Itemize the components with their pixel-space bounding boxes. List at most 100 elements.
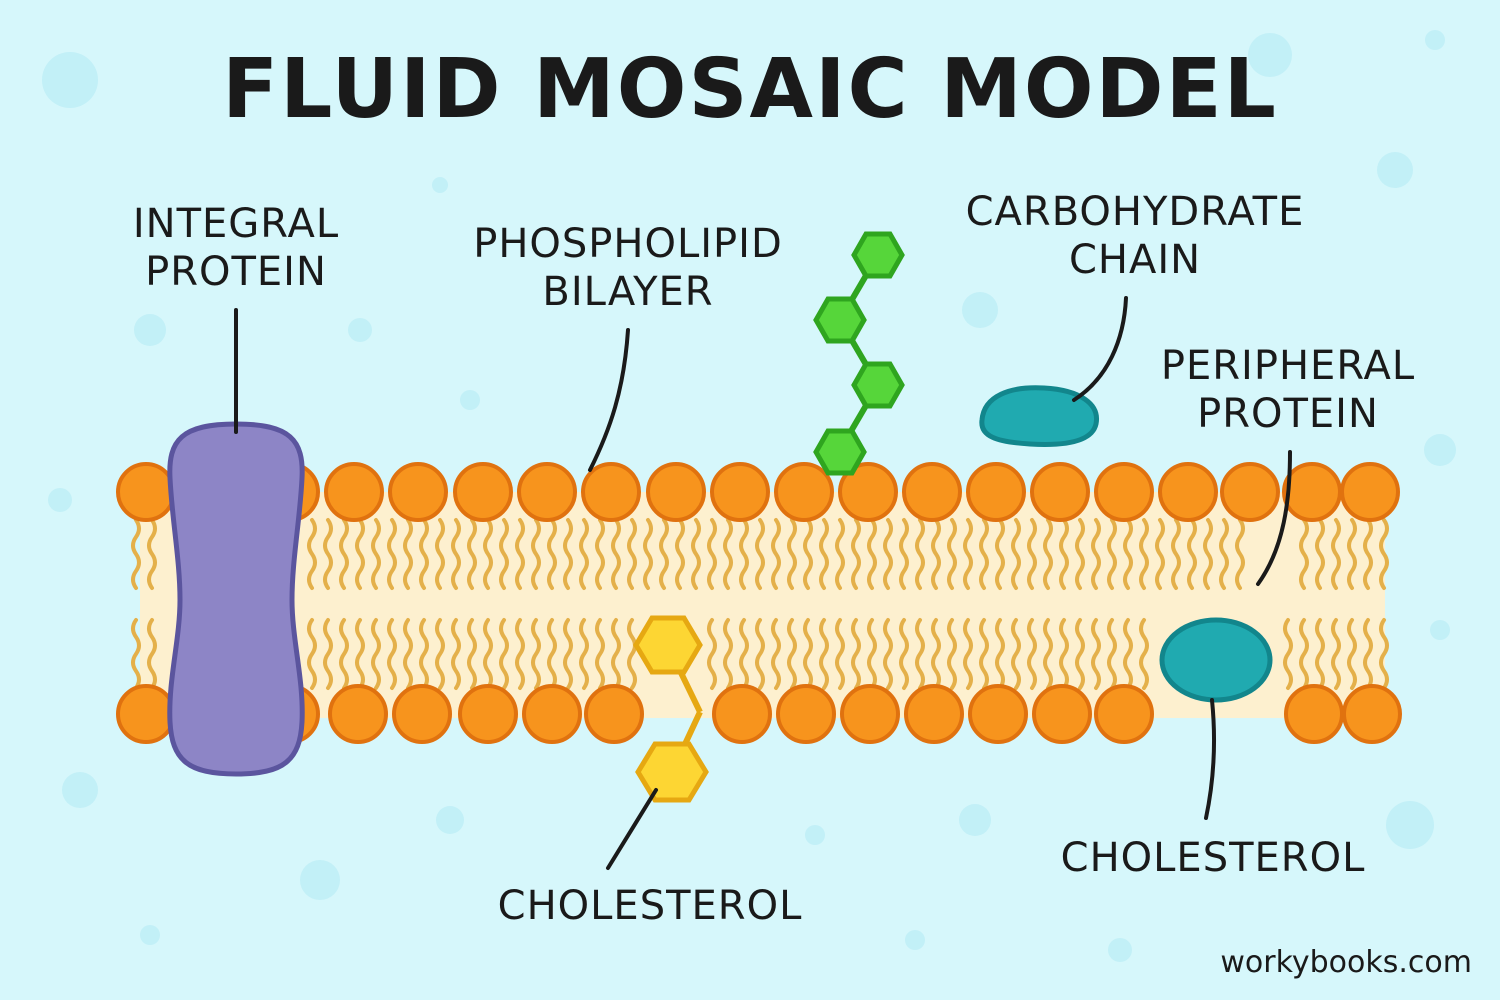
pointer-peripheral <box>1256 450 1292 586</box>
label-integral-protein: INTEGRAL PROTEIN <box>110 200 362 296</box>
lipid-tail <box>355 518 365 590</box>
lipid-tail <box>691 518 701 590</box>
phospholipid-head <box>966 462 1026 522</box>
phospholipid-head <box>328 684 388 744</box>
lipid-tail <box>131 618 141 690</box>
lipid-tail <box>467 518 477 590</box>
lipid-tail <box>419 518 429 590</box>
lipid-tail <box>483 618 493 690</box>
bubble <box>1424 434 1456 466</box>
lipid-tail <box>579 618 589 690</box>
label-line: PROTEIN <box>145 249 327 295</box>
bubble <box>805 825 825 845</box>
phospholipid-heads-top <box>116 462 1400 522</box>
lipid-tail <box>707 518 717 590</box>
page-title: FLUID MOSAIC MODEL <box>222 42 1278 137</box>
lipid-tail <box>787 518 797 590</box>
bubble <box>962 292 998 328</box>
lipid-tail <box>387 518 397 590</box>
phospholipid-head <box>1282 462 1342 522</box>
lipid-tail <box>1139 518 1149 590</box>
bubble <box>1377 152 1413 188</box>
lipid-tail <box>1315 618 1325 690</box>
bubble <box>62 772 98 808</box>
lipid-tail <box>659 518 669 590</box>
lipid-tail <box>1379 518 1389 590</box>
bubble <box>1425 30 1445 50</box>
bubble <box>959 804 991 836</box>
lipid-tail <box>563 518 573 590</box>
lipid-tail <box>547 618 557 690</box>
lipid-tail <box>771 518 781 590</box>
phospholipid-head <box>453 462 513 522</box>
phospholipid-head <box>324 462 384 522</box>
carbohydrate-chain-shape <box>813 231 905 476</box>
carbohydrate-hexagon <box>851 361 905 409</box>
phospholipid-head <box>1094 684 1154 744</box>
lipid-tail <box>355 618 365 690</box>
lipid-tail <box>947 518 957 590</box>
cholesterol-hexagon <box>633 615 703 675</box>
carbohydrate-hexagon <box>813 296 867 344</box>
lipid-tail <box>771 618 781 690</box>
label-cholesterol-bottom: CHOLESTEROL <box>497 883 803 929</box>
lipid-tail <box>595 618 605 690</box>
lipid-tail <box>739 618 749 690</box>
lipid-tail <box>803 518 813 590</box>
lipid-tail <box>883 518 893 590</box>
lipid-tail <box>755 618 765 690</box>
cholesterol-shape <box>633 615 709 803</box>
bubble <box>1386 801 1434 849</box>
lipid-tail <box>915 618 925 690</box>
lipid-tail <box>1331 618 1341 690</box>
background-bubbles <box>42 30 1456 962</box>
lipid-tail <box>403 618 413 690</box>
pointer-phospholipid <box>588 328 630 472</box>
lipid-tail <box>1315 518 1325 590</box>
integral-protein-shape <box>167 421 305 777</box>
bubble <box>48 488 72 512</box>
lipid-tail <box>307 518 317 590</box>
peripheral-protein-top-shape <box>979 385 1099 447</box>
lipid-tail <box>371 518 381 590</box>
bubble <box>42 52 98 108</box>
cholesterol-hexagon <box>635 741 709 803</box>
lipid-tail <box>1059 518 1069 590</box>
lipid-tail <box>1123 618 1133 690</box>
lipid-tail <box>611 618 621 690</box>
lipid-tail <box>675 518 685 590</box>
phospholipid-head <box>584 684 644 744</box>
bubble <box>348 318 372 342</box>
lipid-tail <box>723 518 733 590</box>
lipid-tail <box>787 618 797 690</box>
phospholipid-head <box>1342 684 1402 744</box>
phospholipid-head <box>1158 462 1218 522</box>
lipid-tail <box>1027 518 1037 590</box>
lipid-tail <box>579 518 589 590</box>
lipid-tail <box>323 618 333 690</box>
phospholipid-head <box>838 462 898 522</box>
phospholipid-head <box>1032 684 1092 744</box>
phospholipid-head <box>1340 462 1400 522</box>
lipid-tail <box>419 618 429 690</box>
lipid-tail <box>531 518 541 590</box>
lipid-tail <box>1363 518 1373 590</box>
lipid-tail <box>851 618 861 690</box>
lipid-tail <box>835 518 845 590</box>
phospholipid-head <box>646 462 706 522</box>
lipid-tail <box>1075 518 1085 590</box>
lipid-tail <box>1347 518 1357 590</box>
cholesterol-oval-shape <box>1159 617 1273 703</box>
lipid-tail <box>451 618 461 690</box>
label-cholesterol-right: CHOLESTEROL <box>1060 835 1366 881</box>
lipid-tail <box>1363 618 1373 690</box>
lipid-tail <box>1299 618 1309 690</box>
lipid-tail <box>867 618 877 690</box>
lipid-tail <box>723 618 733 690</box>
phospholipid-head <box>388 462 448 522</box>
lipid-tail <box>1075 618 1085 690</box>
lipid-tail <box>483 518 493 590</box>
lipid-tail <box>611 518 621 590</box>
lipid-tail <box>1331 518 1341 590</box>
lipid-tail <box>403 518 413 590</box>
